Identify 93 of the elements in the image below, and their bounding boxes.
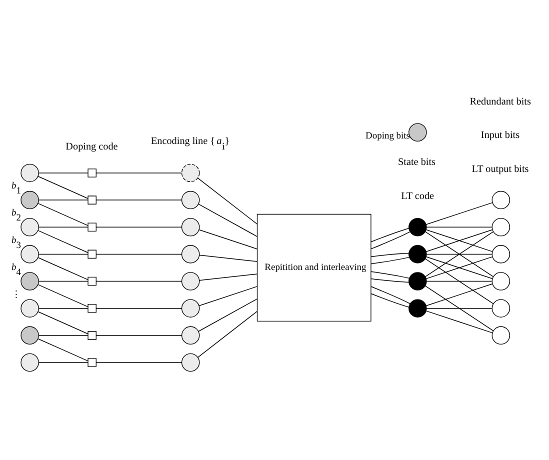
node-circle (492, 272, 510, 290)
node-box: Repitition and interleaving (256, 213, 372, 322)
label: LT output bits (472, 163, 529, 174)
connector (426, 283, 493, 306)
connector (38, 256, 88, 280)
label: Redundant bits (470, 96, 531, 107)
node-circle (492, 190, 510, 209)
node-circle (20, 352, 39, 372)
connector (426, 253, 492, 254)
connector (38, 253, 88, 254)
connector (38, 284, 88, 307)
connector (199, 273, 258, 280)
node-circle (181, 190, 200, 209)
connector (38, 230, 88, 252)
node-circle (20, 163, 39, 182)
node-box (88, 303, 96, 312)
connector (426, 280, 492, 282)
node-circle (492, 217, 510, 236)
node-box (88, 249, 96, 258)
node-circle (181, 272, 200, 290)
connector (38, 176, 88, 198)
connector (199, 254, 258, 262)
node-circle (408, 122, 427, 141)
connector (96, 172, 182, 173)
connector (38, 172, 88, 173)
label: LT code (401, 190, 434, 202)
connector (38, 310, 88, 334)
connector (426, 228, 493, 252)
connector (424, 258, 494, 304)
connector (38, 202, 88, 226)
node-label: ⋮ (12, 290, 21, 300)
connector (198, 286, 258, 306)
node-circle (20, 326, 39, 344)
node-circle (408, 217, 427, 236)
node-circle (20, 217, 39, 236)
node-box (88, 222, 96, 232)
node-circle (20, 298, 39, 317)
connector (96, 199, 182, 200)
label: Input bits (480, 130, 520, 141)
connector (198, 298, 258, 332)
connector (197, 310, 258, 358)
node-box (88, 358, 96, 366)
node-box (88, 276, 96, 286)
node-circle (492, 298, 510, 317)
connector (198, 203, 258, 236)
connector (370, 270, 410, 278)
connector (96, 253, 182, 254)
connector (38, 334, 88, 336)
connector (96, 226, 182, 227)
connector (426, 256, 493, 279)
node-circle (492, 244, 510, 263)
connector (424, 285, 494, 331)
node-circle (181, 298, 200, 317)
connector (96, 307, 182, 308)
node-circle (408, 298, 427, 317)
node-box (88, 195, 96, 204)
connector (96, 280, 182, 282)
node-circle (408, 244, 427, 263)
connector (426, 307, 492, 308)
connector (96, 334, 182, 336)
node-circle (408, 272, 427, 290)
connector (426, 226, 492, 227)
node-circle (20, 244, 39, 263)
connector (426, 310, 493, 333)
node-circle (20, 272, 39, 290)
connector (370, 256, 410, 264)
connector (38, 280, 88, 282)
node-circle (181, 326, 200, 344)
node-circle (20, 190, 39, 209)
label: State bits (398, 156, 436, 168)
node-box (88, 168, 96, 177)
label: Doping code (66, 141, 118, 152)
node-box (88, 330, 96, 340)
node-circle (492, 326, 510, 344)
connector (370, 286, 410, 304)
node-circle (181, 217, 200, 236)
connector (370, 227, 410, 242)
connector (424, 230, 494, 277)
connector (198, 228, 258, 249)
connector (197, 177, 258, 224)
connector (370, 230, 410, 249)
node-circle (181, 244, 200, 263)
connector (38, 226, 88, 227)
connector (38, 307, 88, 308)
connector (38, 199, 88, 200)
connector (370, 252, 410, 257)
connector (370, 278, 410, 282)
connector (426, 202, 493, 224)
node-circle (181, 163, 200, 182)
node-label: Doping bits (366, 131, 410, 142)
connector (38, 338, 88, 361)
node-circle (181, 352, 200, 372)
connector (370, 292, 410, 307)
